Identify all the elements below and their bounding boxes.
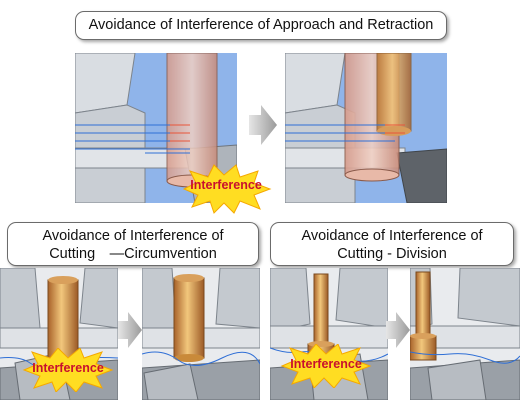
interference-label-bottom-left: Interference <box>32 361 104 375</box>
interference-burst-icon <box>180 163 272 215</box>
title-approach-retraction: Avoidance of Interference of Approach an… <box>75 11 447 40</box>
scene-division-after <box>410 268 520 400</box>
scene-approach-after <box>285 53 447 203</box>
title-circumvention-line1: Avoidance of Interference of <box>42 228 224 244</box>
scene-circumvention-after <box>142 268 260 400</box>
right-arrow-icon <box>386 312 410 348</box>
tool-holder-icon <box>344 53 412 182</box>
interference-label-top: Interference <box>190 178 262 192</box>
title-division: Avoidance of Interference of Cutting - D… <box>270 222 514 266</box>
title-approach-retraction-text: Avoidance of Interference of Approach an… <box>88 17 434 33</box>
interference-label-bottom-right: Interference <box>290 357 362 371</box>
toolpath-icon <box>285 124 395 142</box>
interference-burst-icon <box>22 348 114 392</box>
right-arrow-icon <box>118 312 142 348</box>
workpiece-icon <box>427 359 487 400</box>
right-arrow-icon <box>249 105 277 145</box>
title-circumvention-line2: Cutting —Circumvention <box>49 246 217 262</box>
title-circumvention: Avoidance of Interference of Cutting —Ci… <box>7 222 259 266</box>
tool-holder-icon <box>410 271 437 361</box>
tool-holder-icon <box>173 274 205 362</box>
interference-burst-icon <box>280 344 372 388</box>
title-division-line2: Cutting - Division <box>337 246 447 262</box>
workpiece-icon <box>143 363 199 400</box>
title-division-line1: Avoidance of Interference of <box>301 228 483 244</box>
tool-holder-icon <box>166 53 218 188</box>
